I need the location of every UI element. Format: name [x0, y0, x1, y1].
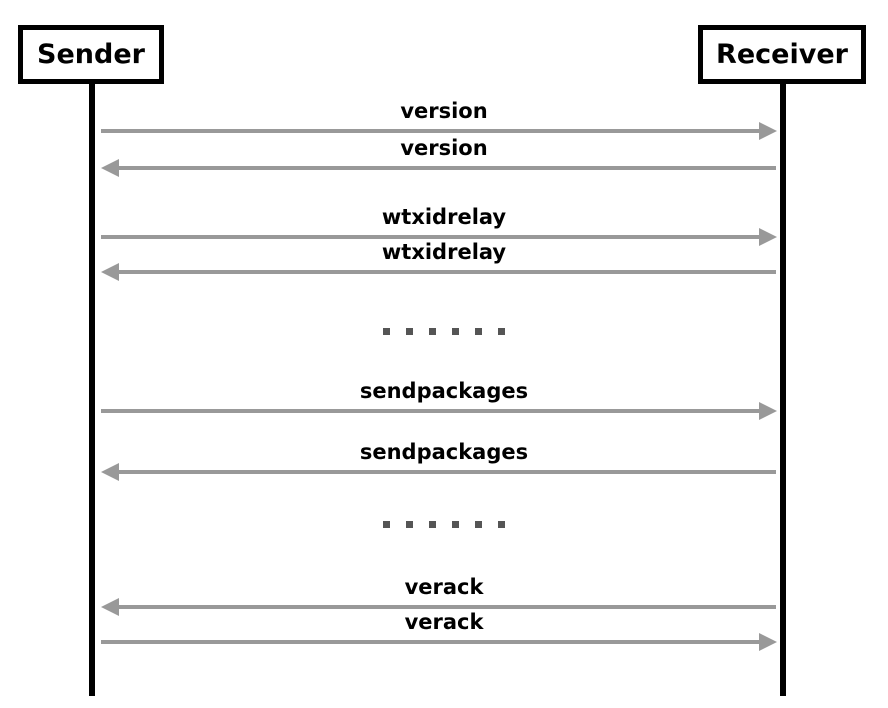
- arrowhead-right-icon: [759, 633, 777, 651]
- arrowhead-right-icon: [759, 402, 777, 420]
- separator-dot: [452, 327, 459, 335]
- message-line: [119, 470, 776, 474]
- separator-dot: [429, 520, 436, 528]
- participant-box-receiver: Receiver: [698, 25, 866, 84]
- separator-dot: [406, 327, 413, 335]
- separator-dot: [475, 520, 482, 528]
- message-line: [101, 129, 767, 133]
- participant-label-receiver: Receiver: [716, 39, 848, 70]
- participant-box-sender: Sender: [18, 25, 164, 84]
- message-label: sendpackages: [359, 440, 529, 464]
- message-label: sendpackages: [359, 379, 529, 403]
- separator-dot: [452, 520, 459, 528]
- message-label: wtxidrelay: [381, 205, 507, 229]
- arrowhead-left-icon: [101, 598, 119, 616]
- message-line: [119, 605, 776, 609]
- separator-dot: [498, 327, 505, 335]
- message-line: [101, 409, 767, 413]
- message-label: verack: [404, 575, 484, 599]
- separator-dot: [406, 520, 413, 528]
- message-line: [101, 235, 767, 239]
- separator-dot: [383, 520, 390, 528]
- arrowhead-right-icon: [759, 228, 777, 246]
- arrowhead-left-icon: [101, 463, 119, 481]
- message-label: verack: [404, 610, 484, 634]
- separator-dot: [429, 327, 436, 335]
- participant-label-sender: Sender: [37, 39, 145, 70]
- dots-separator: [0, 327, 888, 335]
- lifeline-receiver: [780, 82, 786, 696]
- lifeline-sender: [89, 82, 95, 696]
- message-label: version: [400, 99, 488, 123]
- message-line: [119, 270, 776, 274]
- arrowhead-left-icon: [101, 263, 119, 281]
- separator-dot: [498, 520, 505, 528]
- message-label: version: [400, 136, 488, 160]
- dots-separator: [0, 520, 888, 528]
- arrowhead-left-icon: [101, 159, 119, 177]
- message-line: [101, 640, 767, 644]
- separator-dot: [475, 327, 482, 335]
- message-line: [119, 166, 776, 170]
- separator-dot: [383, 327, 390, 335]
- arrowhead-right-icon: [759, 122, 777, 140]
- message-label: wtxidrelay: [381, 240, 507, 264]
